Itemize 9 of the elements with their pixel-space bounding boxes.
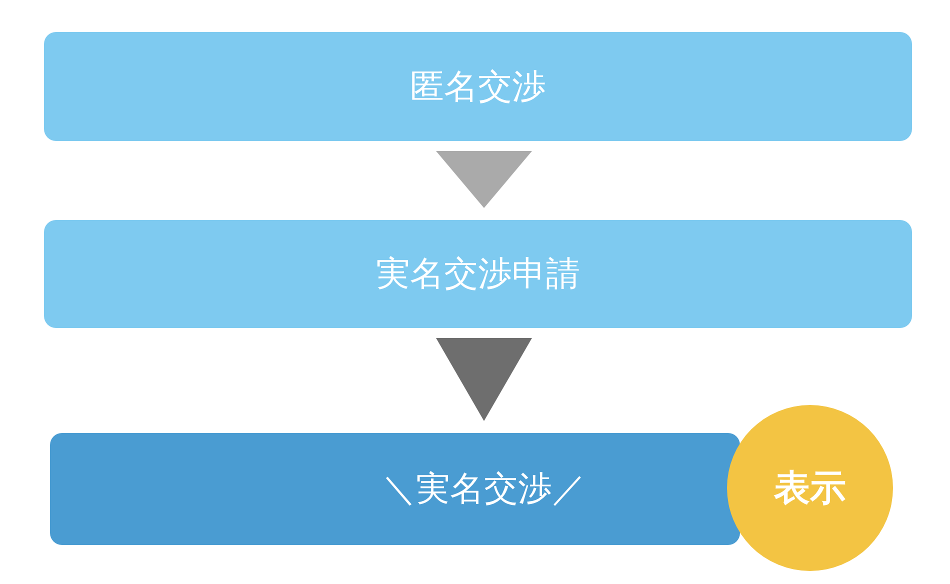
- step-label: 匿名交渉: [410, 66, 546, 108]
- process-box: [50, 433, 740, 545]
- step-label: 実名交渉申請: [376, 253, 580, 296]
- process-box: [44, 220, 912, 328]
- arrow: [436, 338, 532, 421]
- arrow: [436, 151, 532, 208]
- process-box: [44, 32, 912, 141]
- step-label: ＼実名交渉／: [382, 468, 586, 511]
- step-label: 表示: [774, 466, 846, 510]
